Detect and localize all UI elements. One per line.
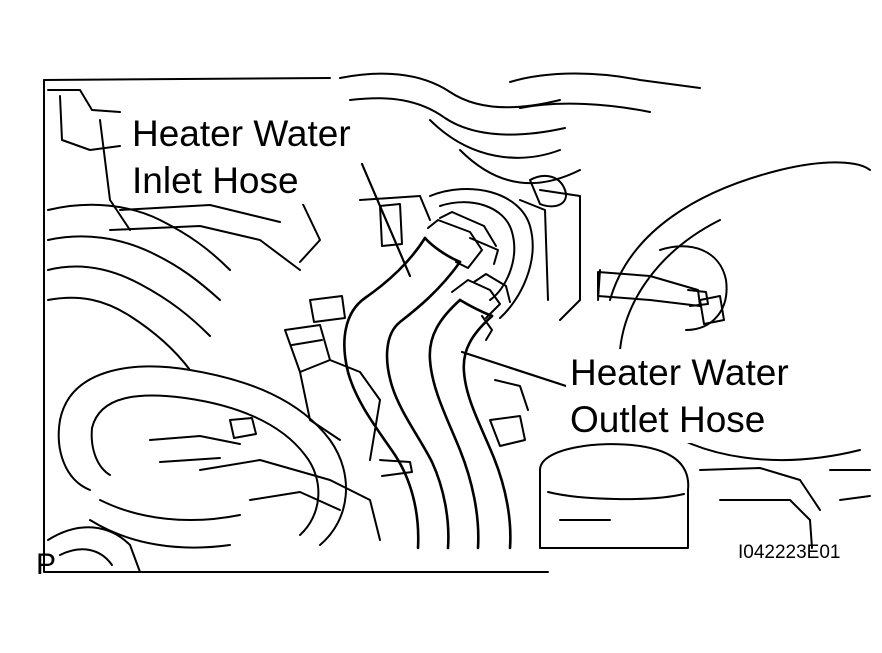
inlet-label-line1: Heater Water	[132, 113, 351, 154]
outlet-label-line1: Heater Water	[570, 352, 789, 393]
leader-lines	[360, 162, 568, 388]
outlet-leader	[460, 350, 568, 388]
view-marker: P	[36, 548, 57, 581]
center-bracket	[199, 324, 413, 541]
lower-left-hose-loop	[47, 365, 347, 573]
reservoir	[539, 443, 871, 549]
inlet-hose-callout: Heater Water Inlet Hose	[128, 110, 355, 204]
heater-water-outlet-hose	[428, 298, 512, 550]
lower-details	[149, 295, 529, 463]
heater-core-housing	[359, 188, 581, 321]
drawing-frame	[43, 77, 549, 573]
brake-booster	[597, 161, 871, 461]
heater-water-inlet-hose	[343, 236, 462, 550]
hose-clamps	[427, 211, 511, 341]
inlet-leader	[360, 162, 412, 278]
outlet-hose-callout: Heater Water Outlet Hose	[566, 349, 793, 443]
inlet-label-line2: Inlet Hose	[132, 160, 299, 201]
outlet-label-line2: Outlet Hose	[570, 399, 766, 440]
figure-code: I042223E01	[738, 542, 841, 563]
upper-hoses	[339, 72, 701, 208]
